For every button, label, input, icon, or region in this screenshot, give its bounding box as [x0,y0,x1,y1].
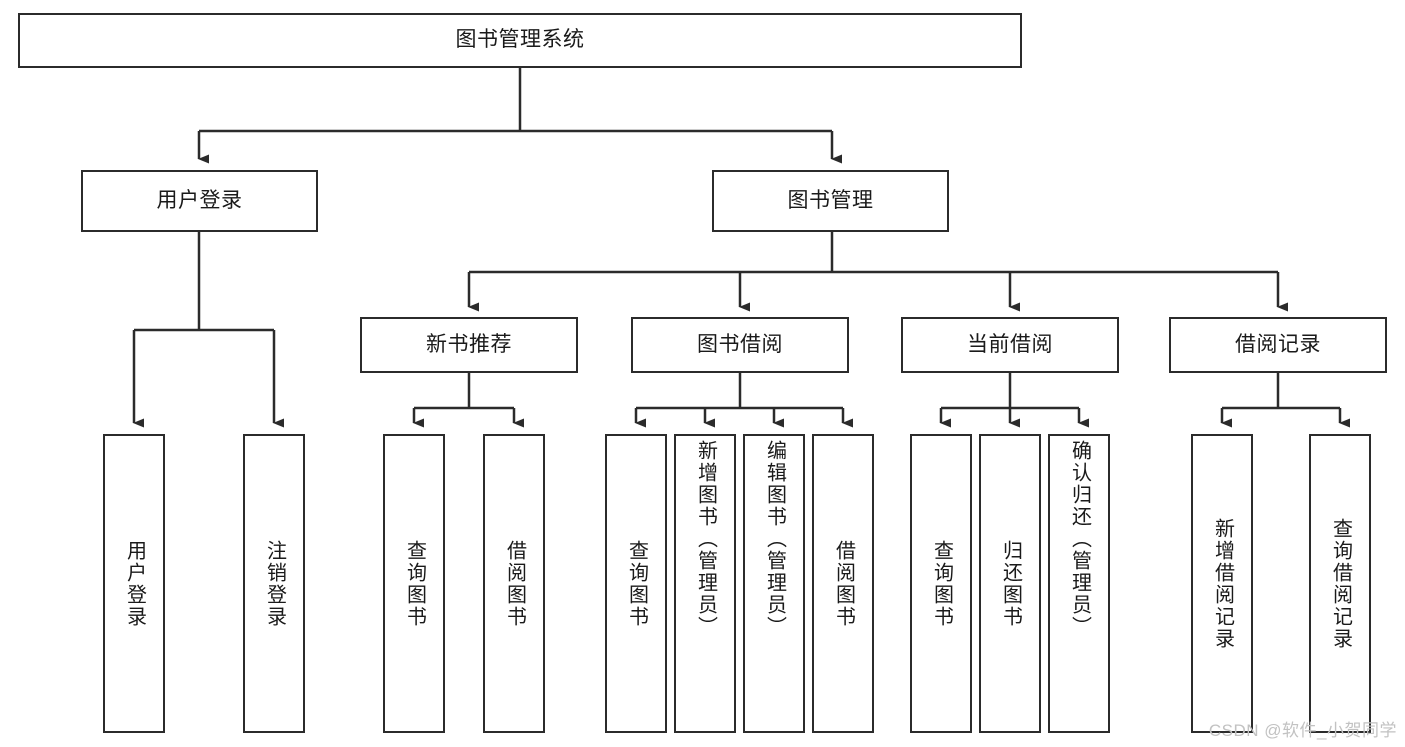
node-leaf-query-book-2[interactable]: 查询图书 [605,434,667,733]
node-leaf-add-book[interactable]: 新增图书（管理员） [674,434,736,733]
node-leaf-confirm-return[interactable]: 确认归还（管理员） [1048,434,1110,733]
node-leaf-query-book-1-label: 查询图书 [403,539,426,628]
node-book-borrow-label: 图书借阅 [697,332,783,356]
node-leaf-confirm-return-label: 确认归还（管理员） [1068,440,1091,638]
node-root-label: 图书管理系统 [455,28,585,52]
node-leaf-user-logout-label: 注销登录 [263,539,286,628]
node-new-book-recommend[interactable]: 新书推荐 [360,317,578,373]
node-leaf-return-book[interactable]: 归还图书 [979,434,1041,733]
node-root[interactable]: 图书管理系统 [18,13,1022,68]
node-leaf-edit-book[interactable]: 编辑图书（管理员） [743,434,805,733]
node-borrow-record[interactable]: 借阅记录 [1169,317,1387,373]
node-leaf-user-login[interactable]: 用户登录 [103,434,165,733]
node-borrow-record-label: 借阅记录 [1235,332,1321,356]
node-leaf-query-record[interactable]: 查询借阅记录 [1309,434,1371,733]
node-leaf-query-book-3-label: 查询图书 [930,539,953,628]
node-current-borrow-label: 当前借阅 [967,332,1053,356]
node-book-manage-label: 图书管理 [787,188,874,212]
node-leaf-borrow-book-1-label: 借阅图书 [503,539,526,628]
node-leaf-borrow-book-1[interactable]: 借阅图书 [483,434,545,733]
node-leaf-add-record-label: 新增借阅记录 [1211,517,1234,650]
node-leaf-add-book-label: 新增图书（管理员） [694,440,717,638]
node-leaf-query-record-label: 查询借阅记录 [1329,517,1352,650]
node-new-book-recommend-label: 新书推荐 [426,332,512,356]
node-user-login-label: 用户登录 [156,188,243,212]
node-book-manage[interactable]: 图书管理 [712,170,949,232]
node-leaf-user-login-label: 用户登录 [123,539,146,628]
node-leaf-return-book-label: 归还图书 [999,539,1022,628]
node-leaf-query-book-3[interactable]: 查询图书 [910,434,972,733]
node-leaf-edit-book-label: 编辑图书（管理员） [763,440,786,638]
node-leaf-borrow-book-2-label: 借阅图书 [832,539,855,628]
node-leaf-query-book-2-label: 查询图书 [625,539,648,628]
node-leaf-query-book-1[interactable]: 查询图书 [383,434,445,733]
node-book-borrow[interactable]: 图书借阅 [631,317,849,373]
node-user-login[interactable]: 用户登录 [81,170,318,232]
node-leaf-user-logout[interactable]: 注销登录 [243,434,305,733]
node-leaf-add-record[interactable]: 新增借阅记录 [1191,434,1253,733]
csdn-watermark: CSDN @软件_小贺同学 [1208,721,1397,740]
node-current-borrow[interactable]: 当前借阅 [901,317,1119,373]
node-leaf-borrow-book-2[interactable]: 借阅图书 [812,434,874,733]
